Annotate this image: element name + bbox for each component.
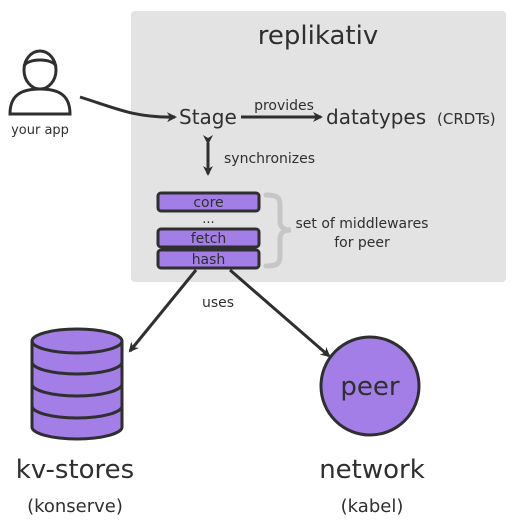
middleware-core-box xyxy=(156,191,261,213)
middleware-caption-line2: for peer xyxy=(334,235,390,251)
middleware-brace xyxy=(263,192,292,269)
middleware-fetch-box xyxy=(156,227,261,249)
database-icon xyxy=(30,327,124,441)
middleware-hash-label: hash xyxy=(192,252,226,268)
your-app-label: your app xyxy=(11,123,69,138)
crdts-label: (CRDTs) xyxy=(437,110,496,128)
konserve-label: (konserve) xyxy=(27,496,123,517)
middleware-stack: core ... fetch hash xyxy=(156,191,261,270)
peer-circle xyxy=(319,335,421,437)
middleware-core-label: core xyxy=(193,195,223,211)
uses-kv-arrow xyxy=(128,269,198,353)
middleware-hash-box xyxy=(156,248,261,270)
user-icon xyxy=(8,49,72,116)
middleware-fetch-label: fetch xyxy=(191,231,227,247)
synchronizes-label: synchronizes xyxy=(224,151,315,167)
uses-label: uses xyxy=(202,295,234,311)
datatypes-label: datatypes xyxy=(326,105,426,129)
uses-network-arrow xyxy=(229,268,331,358)
peer-label: peer xyxy=(340,372,399,402)
network-label: network xyxy=(319,455,425,485)
stage-label: Stage xyxy=(179,105,237,129)
kabel-label: (kabel) xyxy=(341,496,404,517)
middleware-ellipsis: ... xyxy=(202,212,214,227)
panel-title: replikativ xyxy=(258,21,378,51)
middleware-caption-line1: set of middlewares xyxy=(296,216,429,232)
app-to-stage-arrow xyxy=(79,95,177,123)
kv-stores-label: kv-stores xyxy=(16,455,134,485)
replikativ-panel xyxy=(131,11,506,282)
provides-label: provides xyxy=(254,98,314,114)
